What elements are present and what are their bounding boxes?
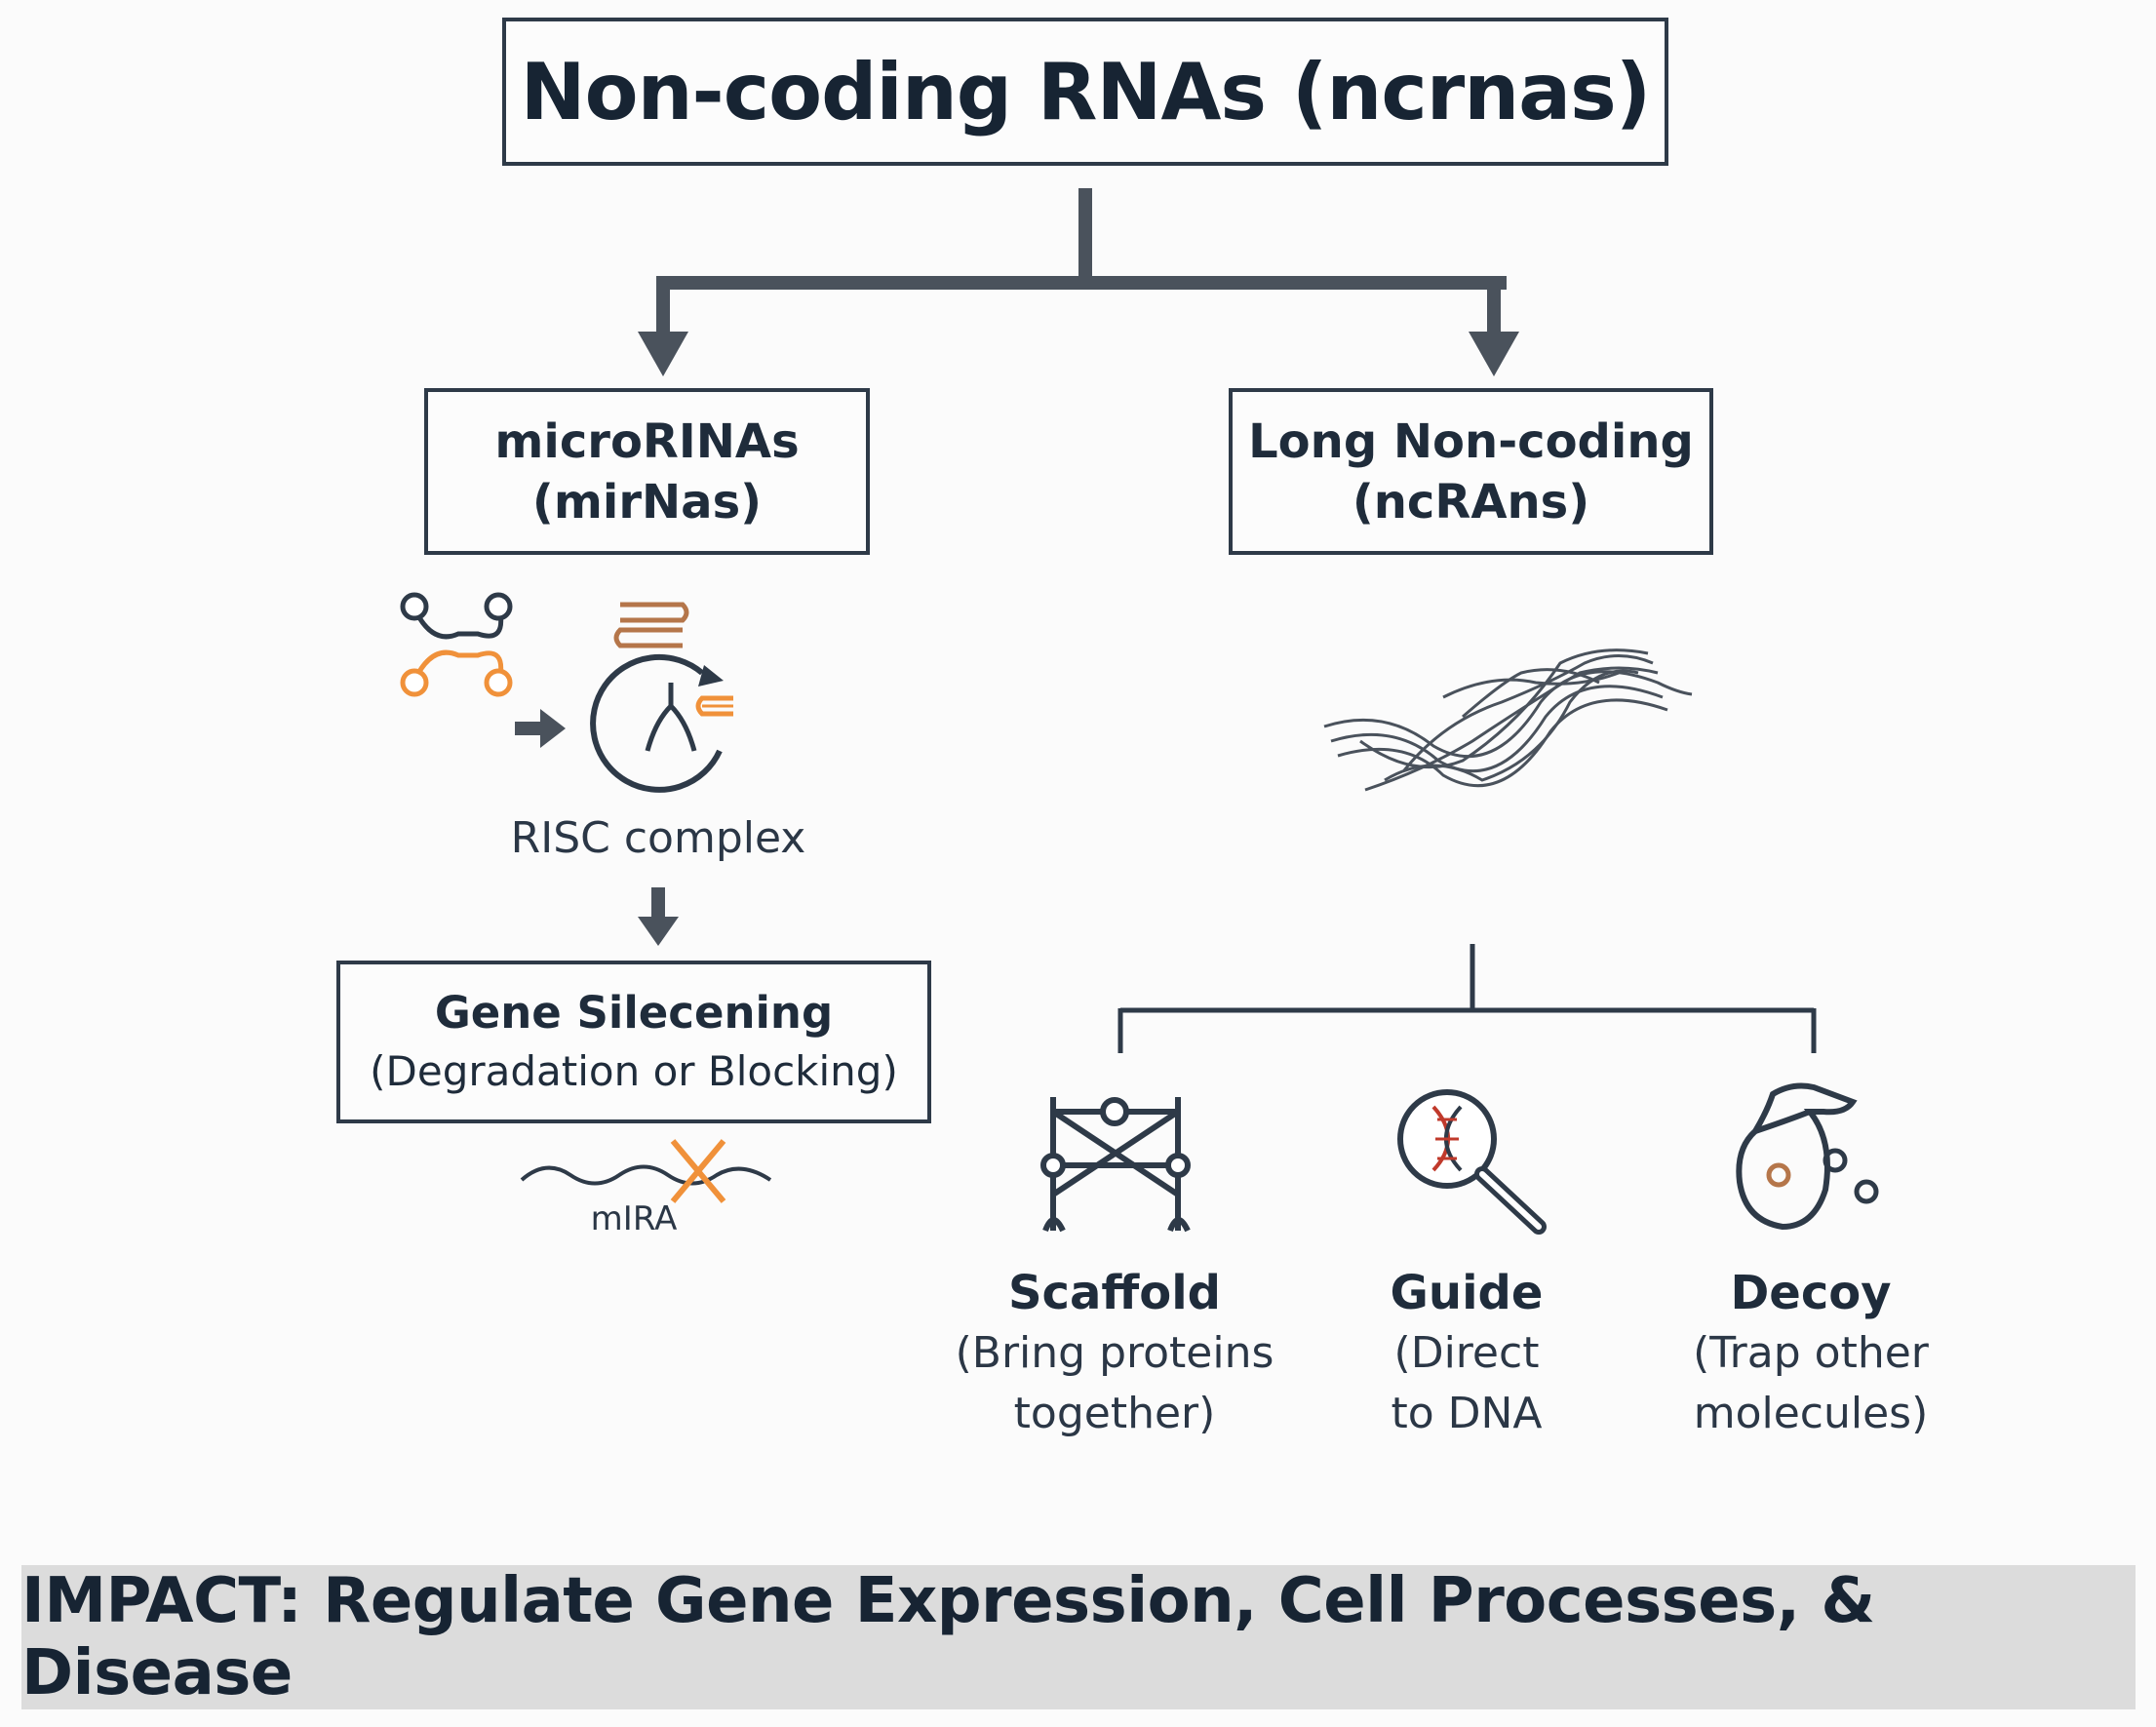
dna-magnifier-icon (1397, 1089, 1547, 1235)
function-desc: (Bring proteins together) (955, 1328, 1274, 1438)
lncrna-strands-icon (1323, 648, 1693, 792)
gene-silencing-title: Gene Silecening (434, 986, 834, 1039)
function-desc: (Trap other molecules) (1693, 1328, 1929, 1438)
impact-text: IMPACT: Regulate Gene Expression, Cell P… (21, 1565, 1875, 1709)
function-name: Decoy (1730, 1266, 1892, 1320)
scaffold-icon (1040, 1097, 1191, 1233)
blocked-mrna-icon (520, 1139, 772, 1203)
gene-silencing-desc: (Degradation or Blocking) (370, 1046, 898, 1095)
mirna-box: microRINAs (mirNas) (424, 388, 870, 555)
mirna-hairpin-icon (400, 592, 513, 697)
function-scaffold: Scaffold (Bring proteins together) (929, 1263, 1300, 1444)
diagram-title: Non-coding RNAs (ncrnas) (520, 46, 1652, 137)
gene-silencing-box: Gene Silecening (Degradation or Blocking… (336, 961, 931, 1123)
lncrna-box: Long Non-coding (ncRAns) (1229, 388, 1713, 555)
function-desc: (Direct to DNA (1391, 1328, 1543, 1438)
arrow-to-mirna (638, 332, 688, 376)
impact-banner: IMPACT: Regulate Gene Expression, Cell P… (21, 1565, 2136, 1709)
rna-duplex-icon (613, 602, 689, 648)
lncrna-name: Long Non-coding (1248, 413, 1694, 469)
function-guide: Guide (Direct to DNA (1281, 1263, 1652, 1444)
arrow-into-risc (515, 709, 566, 748)
mirna-name: microRINAs (494, 413, 800, 469)
top-tree-connector (656, 188, 1507, 341)
risc-complex-icon (590, 653, 733, 793)
risc-complex-label: RISC complex (510, 813, 806, 863)
mirna-abbrev: (mirNas) (531, 474, 763, 530)
function-decoy: Decoy (Trap other molecules) (1626, 1263, 1996, 1444)
lncrna-abbrev: (ncRAns) (1352, 474, 1590, 530)
function-name: Scaffold (1007, 1266, 1222, 1320)
arrow-to-lncrna (1469, 332, 1519, 376)
decoy-icon (1736, 1082, 1879, 1231)
title-box: Non-coding RNAs (ncrnas) (502, 18, 1668, 166)
target-rna-label: mIRA (590, 1199, 678, 1238)
function-tree-connector (1117, 944, 1817, 1053)
arrow-to-silencing (638, 887, 679, 946)
function-name: Guide (1390, 1266, 1544, 1320)
